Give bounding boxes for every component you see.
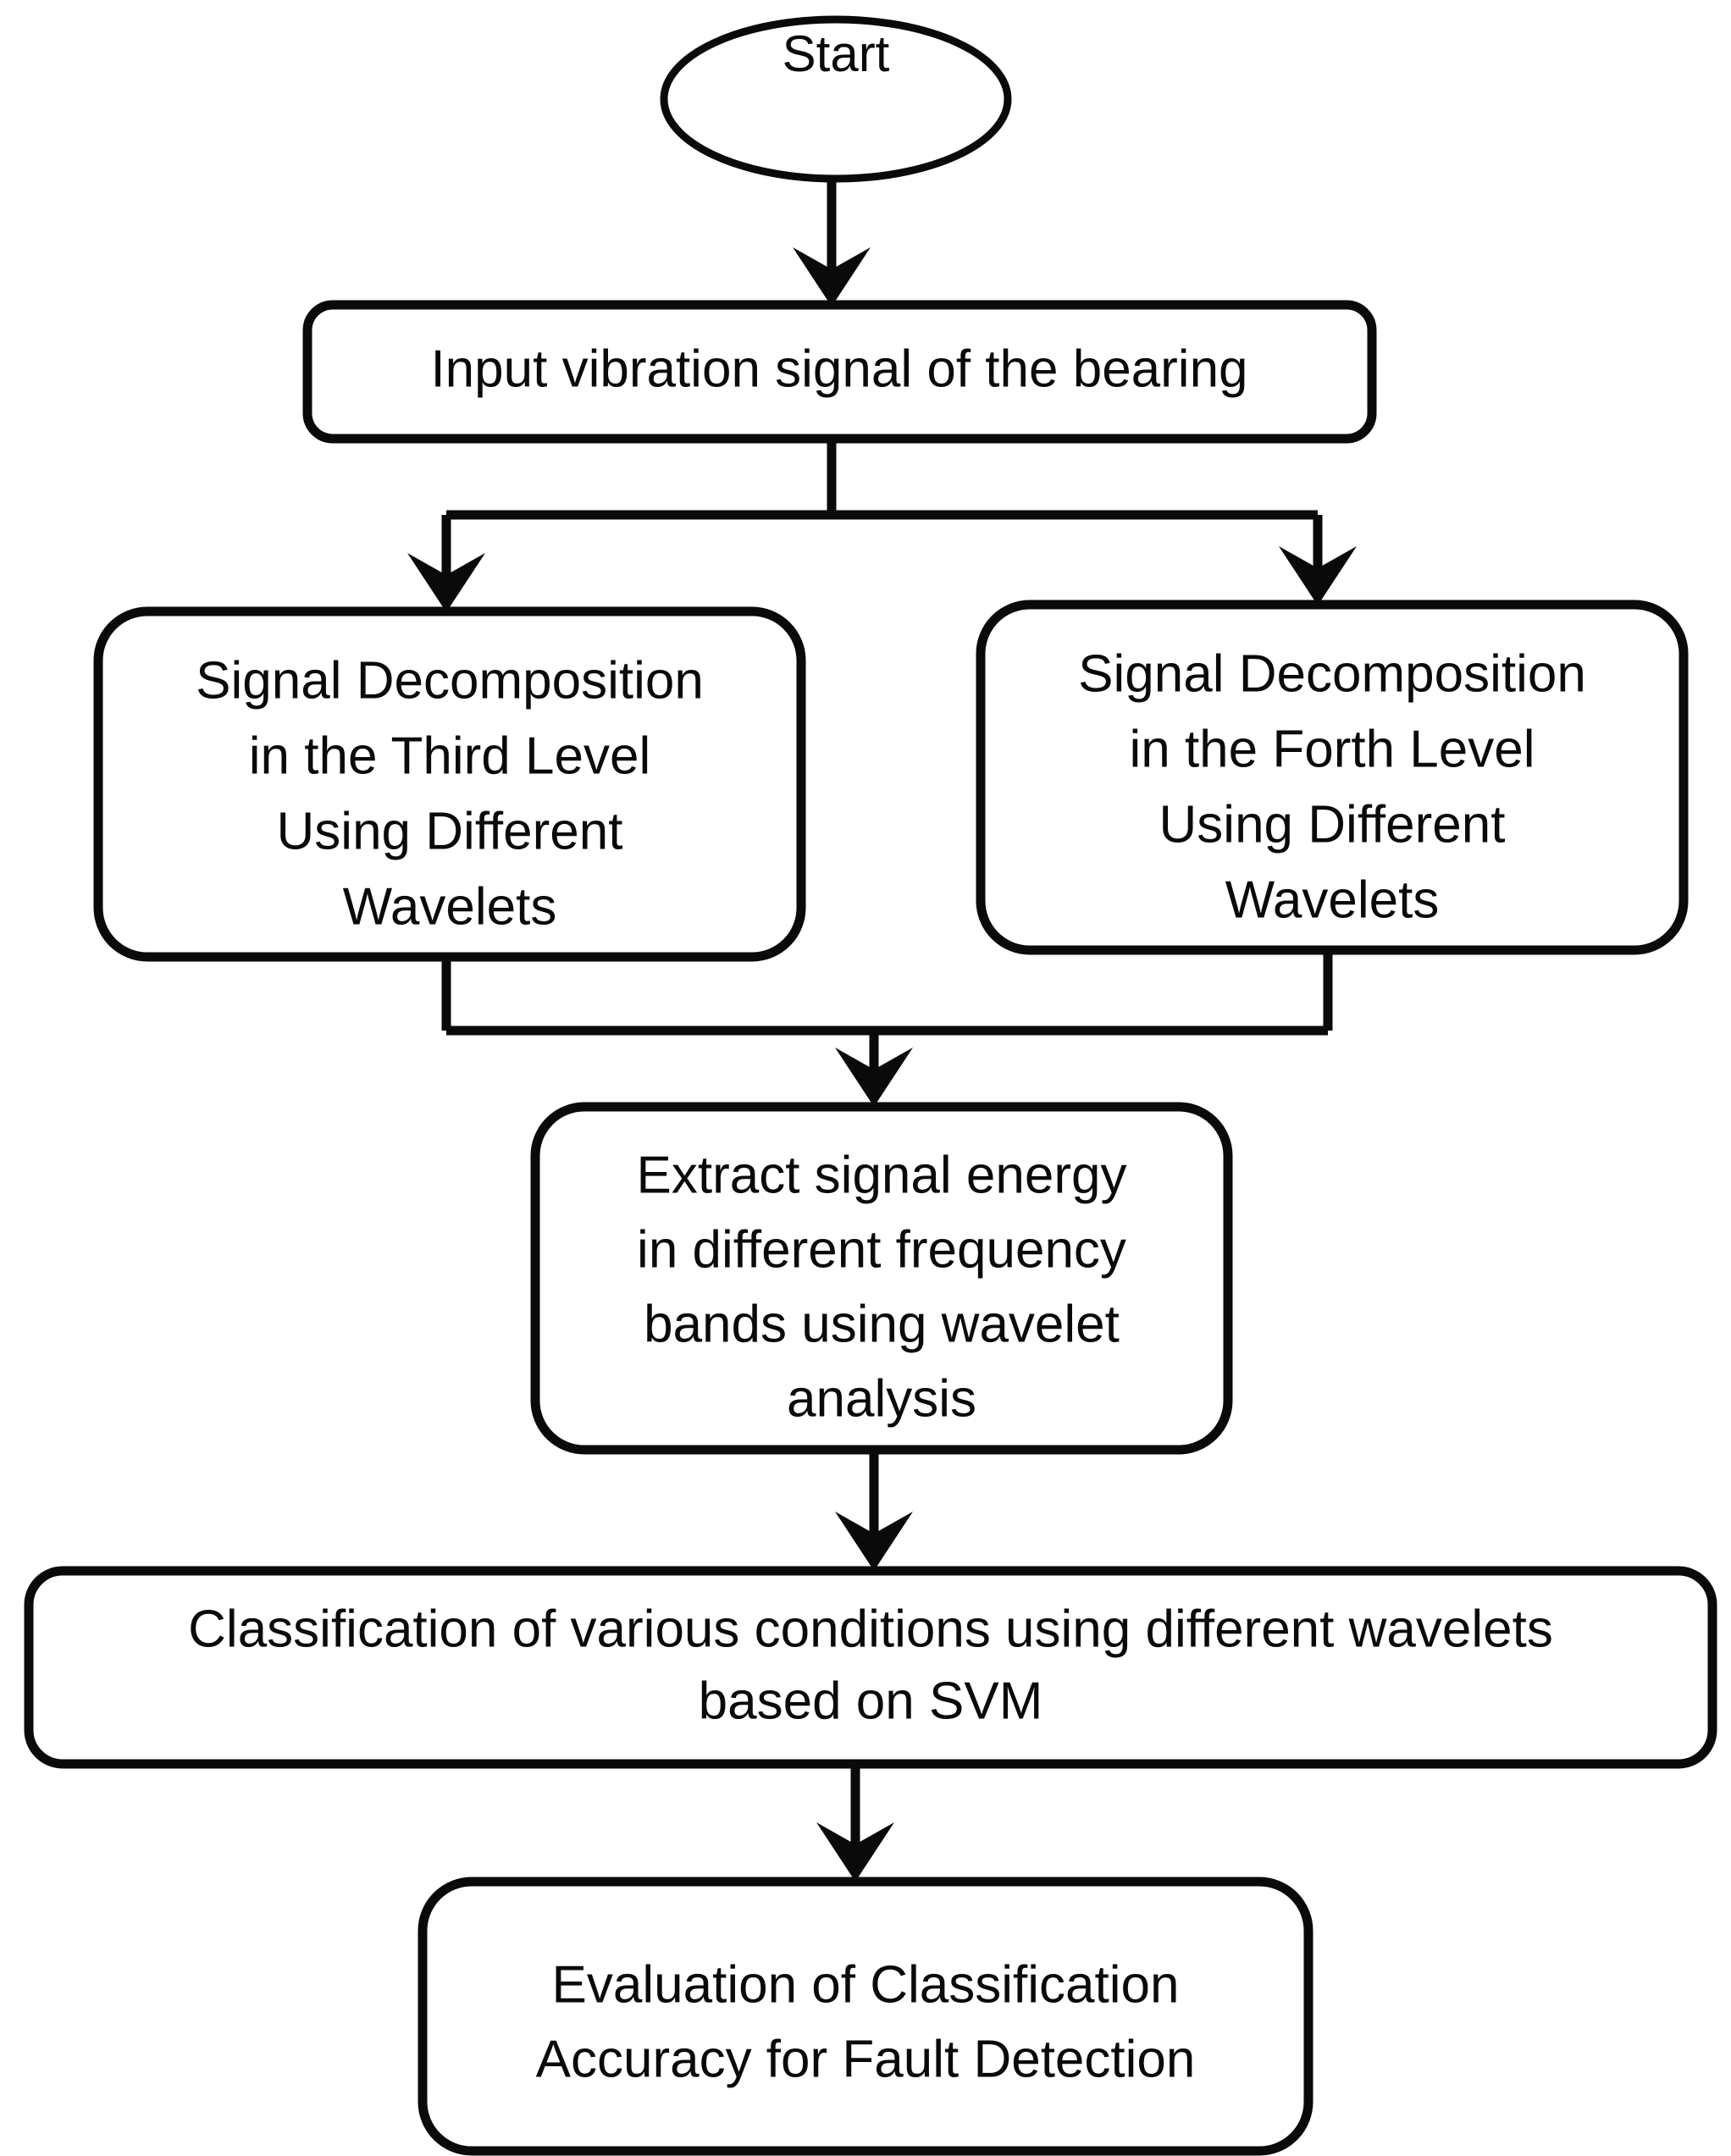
extract-energy-label-line-2: in different frequency: [637, 1220, 1126, 1279]
decomp-third-label-line-3: Using Different: [277, 802, 623, 860]
decomp-forth-label-line-2: in the Forth Level: [1129, 720, 1535, 778]
extract-energy-box-shape: [530, 1102, 1233, 1455]
input-signal-box-shape: [302, 300, 1377, 444]
classification-label-line-2: based on SVM: [699, 1672, 1043, 1730]
decomp-forth-label-line-3: Using Different: [1159, 795, 1506, 854]
edge-classification-to-evaluation: [816, 1763, 894, 1882]
decomp-third-box-shape: [93, 606, 806, 962]
edge-decomp-third-to-merge: [441, 955, 1328, 1036]
node-classification-svm[interactable]: Classification of various conditions usi…: [24, 1566, 1717, 1769]
evaluation-box-shape: [418, 1877, 1313, 2156]
decomp-third-label-line-4: Wavelets: [343, 877, 557, 936]
extract-energy-label-line-3: bands using wavelet: [644, 1295, 1120, 1353]
decomp-forth-label-line-1: Signal Decomposition: [1078, 644, 1586, 703]
evaluation-label-line-1: Evaluation of Classification: [552, 1955, 1180, 2014]
edge-input-to-split: [446, 439, 1318, 520]
decomp-third-label-line-1: Signal Decomposition: [196, 651, 704, 710]
decomp-third-label-line-2: in the Third Level: [249, 727, 650, 785]
extract-energy-label-line-4: analysis: [787, 1369, 976, 1428]
evaluation-label-line-2: Accuracy for Fault Detection: [536, 2030, 1196, 2088]
start-label: Start: [783, 25, 890, 82]
edge-start-to-input: [793, 181, 871, 307]
classification-label-line-1: Classification of various conditions usi…: [188, 1600, 1553, 1658]
node-extract-energy[interactable]: Extract signal energy in different frequ…: [530, 1102, 1233, 1455]
edge-split-to-decomp-forth: [1279, 515, 1357, 605]
input-signal-label-line-1: Input vibration signal of the bearing: [430, 340, 1247, 398]
decomp-forth-box-shape: [976, 600, 1689, 955]
edge-merge-to-extract: [835, 1031, 913, 1107]
edge-extract-to-classification: [835, 1450, 913, 1571]
node-decomp-forth[interactable]: Signal Decomposition in the Forth Level …: [976, 600, 1689, 955]
node-decomp-third[interactable]: Signal Decomposition in the Third Level …: [93, 606, 806, 962]
extract-energy-label-line-1: Extract signal energy: [637, 1146, 1127, 1204]
decomp-forth-label-line-4: Wavelets: [1225, 871, 1440, 929]
start-ellipse-shape: [660, 15, 1012, 183]
node-start[interactable]: Start: [660, 15, 1012, 183]
edge-split-to-decomp-third: [407, 515, 485, 612]
classification-box-shape: [24, 1566, 1717, 1769]
node-input-signal[interactable]: Input vibration signal of the bearing: [302, 300, 1377, 444]
node-evaluation[interactable]: Evaluation of Classification Accuracy fo…: [418, 1877, 1313, 2156]
